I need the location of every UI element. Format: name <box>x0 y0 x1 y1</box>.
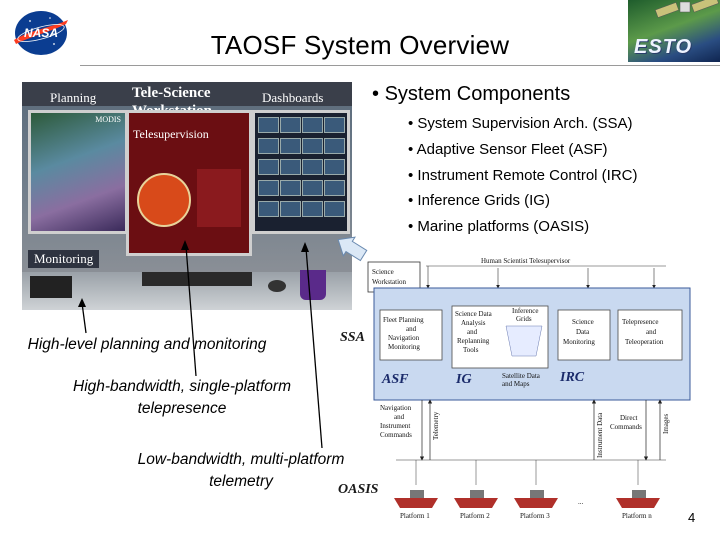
svg-text:NASA: NASA <box>24 26 58 40</box>
fleet-planning-line: Monitoring <box>388 343 420 351</box>
navigation-line: and <box>394 413 405 421</box>
images-label: Images <box>662 414 670 434</box>
irc-label: IRC <box>559 370 585 385</box>
callout-planning: High-level planning and monitoring <box>27 336 267 353</box>
fleet-planning-box <box>379 309 443 361</box>
nasa-logo: NASA <box>14 11 68 55</box>
telesupervision-monitor: Telesupervision <box>126 110 252 256</box>
inference-grid-icon <box>505 325 543 357</box>
dashboards-label: Dashboards <box>262 90 324 105</box>
platform-boat-icon <box>454 490 498 508</box>
fleet-planning-line: and <box>406 325 417 333</box>
header-rule <box>80 65 720 66</box>
navigation-line: Navigation <box>380 404 412 412</box>
telemetry-label: Telemetry <box>432 411 440 440</box>
science-monitoring-line: Science <box>572 318 594 326</box>
callout-telemetry-1: Low-bandwidth, multi-platform <box>137 451 345 468</box>
telepresence-line: and <box>646 328 657 336</box>
callout-telepresence-1: High-bandwidth, single-platform <box>73 378 291 395</box>
esto-wordmark: ESTO <box>634 36 693 58</box>
science-analysis-line: Replanning <box>457 337 490 345</box>
fleet-planning-line: Navigation <box>388 334 420 342</box>
readout-panel <box>197 169 241 227</box>
platform-ellipsis: ... <box>578 498 584 506</box>
platform-label: Platform 1 <box>400 512 430 520</box>
platform-boat-icon <box>514 490 558 508</box>
mug <box>300 270 326 300</box>
direct-commands-line: Commands <box>610 423 642 431</box>
esto-logo: ESTO <box>628 0 720 62</box>
component-item: • Inference Grids (IG) <box>408 192 550 209</box>
ig-label: IG <box>455 372 472 387</box>
science-workstation-line: Science <box>372 268 394 276</box>
gauge-icon <box>137 173 191 227</box>
platform-label: Platform n <box>622 512 652 520</box>
science-analysis-line: Tools <box>463 346 479 354</box>
asf-label: ASF <box>381 372 409 387</box>
science-monitoring-line: Data <box>576 328 590 336</box>
human-supervisor-label: Human Scientist Telesupervisor <box>481 257 571 265</box>
platform-label: Platform 3 <box>520 512 550 520</box>
page-number: 4 <box>688 510 696 525</box>
inference-grids-line: Grids <box>516 315 532 323</box>
component-item: • Marine platforms (OASIS) <box>408 218 590 235</box>
fleet-planning-line: Fleet Planning <box>383 316 424 324</box>
satellite-icon <box>654 0 719 18</box>
platform-boat-icon <box>394 490 438 508</box>
component-item: • System Supervision Arch. (SSA) <box>408 115 633 132</box>
callout-telemetry-2: telemetry <box>209 473 273 490</box>
slide-title: TAOSF System Overview <box>210 30 510 60</box>
navigation-line: Commands <box>380 431 412 439</box>
science-monitoring-box <box>557 309 611 361</box>
telepresence-line: Teleoperation <box>625 338 664 346</box>
telepresence-box <box>617 309 683 361</box>
architecture-diagram: Human Scientist Telesupervisor Science W… <box>367 257 691 520</box>
satellite-data-line: Satellite Data <box>502 372 541 380</box>
monitoring-label: Monitoring <box>28 250 100 268</box>
dashboards-monitor <box>252 110 350 234</box>
telesupervision-label: Telesupervision <box>133 127 209 141</box>
science-workstation-line: Workstation <box>372 278 407 286</box>
component-item: • Adaptive Sensor Fleet (ASF) <box>408 141 608 158</box>
platform-label: Platform 2 <box>460 512 490 520</box>
instrument-data-label: Instrument Data <box>596 412 604 458</box>
callout-telepresence-2: telepresence <box>137 400 227 417</box>
science-analysis-line: and <box>467 328 478 336</box>
navigation-line: Instrument <box>380 422 410 430</box>
handheld-device <box>30 276 72 298</box>
oasis-label: OASIS <box>338 482 379 497</box>
platform-boat-icon <box>616 490 660 508</box>
satellite-data-line: and Maps <box>502 380 530 388</box>
keyboard <box>142 272 252 286</box>
science-analysis-line: Science Data <box>455 310 493 318</box>
component-item: • Instrument Remote Control (IRC) <box>408 167 638 184</box>
modis-label: MODIS <box>95 115 121 124</box>
telepresence-line: Telepresence <box>622 318 658 326</box>
planning-label: Planning <box>50 90 97 105</box>
ssa-label: SSA <box>340 330 365 345</box>
science-analysis-line: Analysis <box>461 319 486 327</box>
direct-commands-line: Direct <box>620 414 638 422</box>
workstation-photo: Planning Tele-Science Workstation Dashbo… <box>22 82 352 310</box>
science-monitoring-line: Monitoring <box>563 338 595 346</box>
components-heading: • System Components <box>372 83 571 105</box>
mouse <box>268 280 286 292</box>
link-arrow-icon <box>337 236 368 262</box>
inference-grids-line: Inference <box>512 307 538 315</box>
